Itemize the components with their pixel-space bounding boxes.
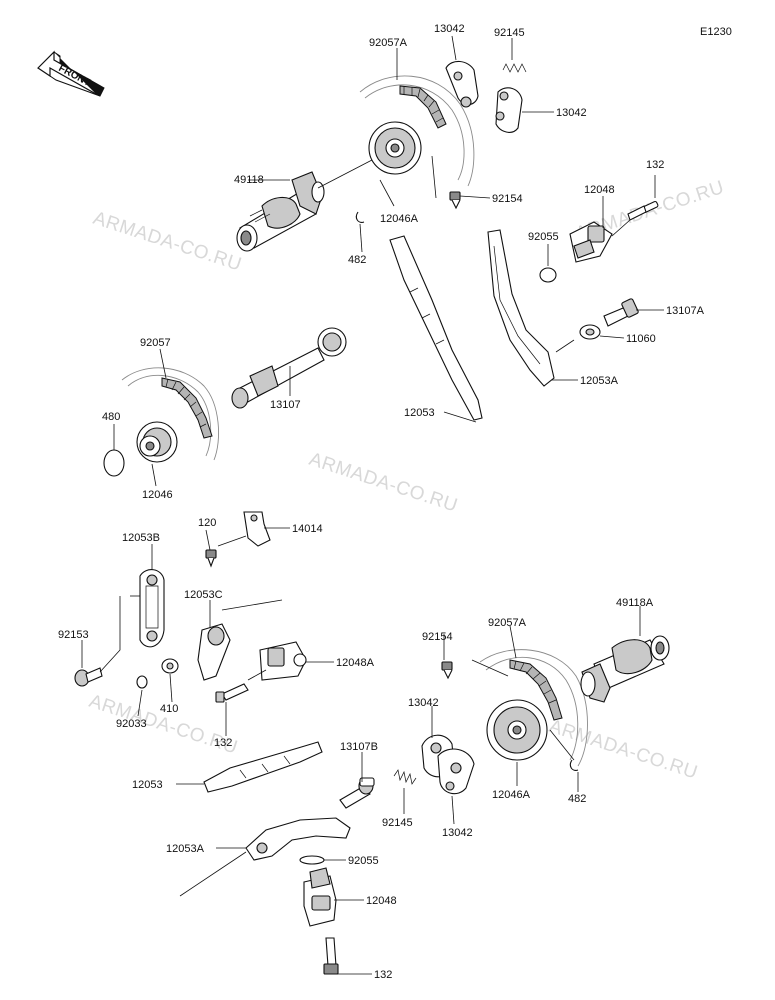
timing-chain-bottom: [479, 649, 588, 767]
weight-13042-right: [495, 87, 523, 133]
callout-12053-bottom: 12053: [132, 779, 163, 791]
bolt-120: [205, 549, 217, 568]
callout-132-bottom: 132: [374, 969, 392, 981]
leader-lines: [81, 35, 664, 975]
callout-12053A-bottom: 12053A: [166, 843, 205, 855]
watermark: ARMADA-CO.RU: [546, 716, 700, 784]
callout-92055-bottom: 92055: [348, 855, 379, 867]
callout-92033: 92033: [116, 718, 147, 730]
shaft-13107: [231, 327, 347, 409]
ring-92033: [136, 675, 148, 689]
callout-13042-bottom-top: 13042: [408, 697, 439, 709]
callout-12046: 12046: [142, 489, 173, 501]
gear-12046: [136, 421, 178, 463]
bolt-132-mid: [215, 683, 249, 703]
callout-410: 410: [160, 703, 178, 715]
pivot-bolt-13107B: [339, 777, 375, 809]
callout-92057: 92057: [140, 337, 171, 349]
guide-12053-top: [389, 235, 483, 421]
cam-sprocket-bottom: [486, 699, 548, 761]
bolt-92153: [74, 667, 103, 687]
watermark: ARMADA-CO.RU: [306, 449, 460, 517]
callout-49118: 49118: [234, 174, 264, 186]
o-ring-92055-bottom: [299, 855, 325, 865]
clip-482-bottom: [569, 759, 579, 771]
camshaft-49118A: [580, 635, 670, 703]
callout-13107: 13107: [270, 399, 301, 411]
plate-14014: [243, 511, 271, 547]
weight-13042-bottom: [421, 734, 475, 795]
callout-482-top: 482: [348, 254, 366, 266]
callout-92145-top: 92145: [494, 27, 525, 39]
callout-49118A: 49118A: [616, 597, 654, 609]
front-arrow-icon: FRONT: [37, 50, 105, 97]
guide-12053A-bottom: [245, 817, 351, 861]
callout-120: 120: [198, 517, 216, 529]
callout-13042-right: 13042: [556, 107, 587, 119]
callout-12053A-top: 12053A: [580, 375, 619, 387]
callout-92057A-top: 92057A: [369, 37, 408, 49]
washer-410: [161, 658, 179, 674]
weight-13042-top: [445, 60, 479, 108]
callout-13107B: 13107B: [340, 741, 378, 753]
camshaft-49118: [236, 171, 325, 252]
callout-92154-bottom: 92154: [422, 631, 453, 643]
tensioner-12048A: [259, 641, 307, 681]
bolt-132-top: [627, 201, 659, 221]
callout-132-mid: 132: [214, 737, 232, 749]
guide-12053A-top: [487, 229, 555, 387]
callout-480: 480: [102, 411, 120, 423]
guide-12053B: [139, 569, 165, 648]
timing-chain-top: [359, 75, 475, 187]
callout-12048A: 12048A: [336, 657, 375, 669]
clip-482-top: [355, 211, 365, 223]
bolt-92154-bottom: [441, 661, 453, 680]
cam-sprocket-top: [368, 121, 422, 175]
guide-12053-bottom: [203, 741, 323, 793]
callout-482-bottom: 482: [568, 793, 586, 805]
bolt-92154-top: [449, 191, 461, 210]
callout-92057A-bottom: 92057A: [488, 617, 527, 629]
callout-12053C: 12053C: [184, 589, 223, 601]
tensioner-12048-top: [569, 221, 613, 263]
callout-12053B: 12053B: [122, 532, 160, 544]
callout-12046A-top: 12046A: [380, 213, 419, 225]
callout-12048-top: 12048: [584, 184, 615, 196]
callout-92153: 92153: [58, 629, 89, 641]
watermark: ARMADA-CO.RU: [90, 208, 244, 276]
callout-13107A: 13107A: [666, 305, 705, 317]
timing-chain-mid: [121, 367, 219, 461]
callout-92145-bottom: 92145: [382, 817, 413, 829]
spring-92145-top: [502, 63, 527, 73]
callout-13042-bottom: 13042: [442, 827, 473, 839]
washer-11060: [579, 324, 601, 340]
o-ring-92055-top: [539, 267, 557, 283]
circlip-480: [103, 449, 125, 477]
callout-13042-top: 13042: [434, 23, 465, 35]
callout-12046A-bottom: 12046A: [492, 789, 531, 801]
callout-92055-top: 92055: [528, 231, 559, 243]
callout-labels: 92057A 13042 92145 13042 49118 92154 120…: [58, 23, 705, 981]
tensioner-12048-bottom: [303, 867, 337, 927]
bolt-132-bottom: [323, 937, 339, 975]
callout-92154-top: 92154: [492, 193, 523, 205]
callout-11060: 11060: [626, 333, 656, 345]
callout-14014: 14014: [292, 523, 323, 535]
pivot-bolt-13107A: [603, 298, 639, 327]
diagram-code: E1230: [700, 26, 732, 38]
bracket-12053C: [197, 623, 231, 681]
callout-12048-bottom: 12048: [366, 895, 397, 907]
spring-92145-bottom: [393, 769, 417, 785]
front-label: FRONT: [57, 63, 93, 89]
callout-132-top: 132: [646, 159, 664, 171]
callout-12053-top: 12053: [404, 407, 435, 419]
